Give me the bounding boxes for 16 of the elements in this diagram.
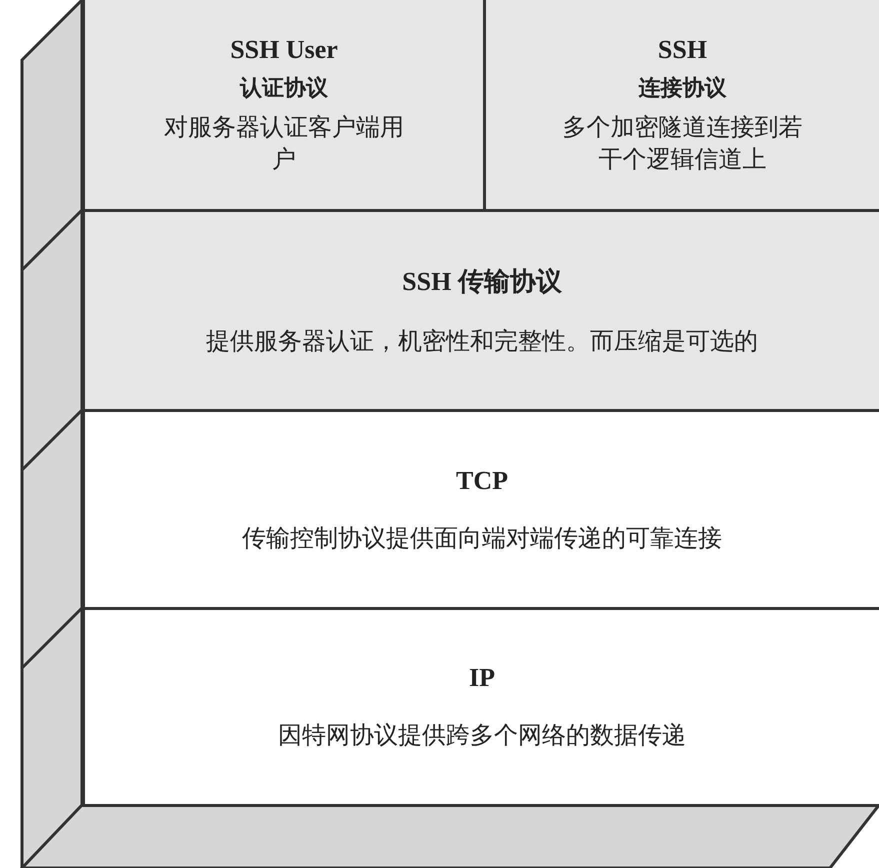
protocol-layer-box xyxy=(82,0,486,212)
description: 对服务器认证客户端用户 xyxy=(163,114,405,174)
layer-subtitle: 认证协议 xyxy=(240,74,328,102)
description: 提供服务器认证，机密性和完整性。而压缩是可选的 xyxy=(206,328,758,357)
layer-title: SSH 传输协议 xyxy=(402,266,562,298)
layer-title: SSH xyxy=(658,34,708,64)
protocol-layer-box xyxy=(82,209,879,412)
layer-subtitle: 连接协议 xyxy=(638,74,726,102)
protocol-layer-box xyxy=(82,607,879,807)
description: 因特网协议提供跨多个网络的数据传递 xyxy=(278,722,686,751)
description: 多个加密隧道连接到若干个逻辑信道上 xyxy=(562,114,804,174)
layer-title: TCP xyxy=(456,466,508,496)
protocol-layer-box xyxy=(483,0,879,212)
description: 传输控制协议提供面向端对端传递的可靠连接 xyxy=(242,524,722,554)
layer-title: IP xyxy=(469,663,495,693)
layer-title: SSH User xyxy=(230,34,338,64)
